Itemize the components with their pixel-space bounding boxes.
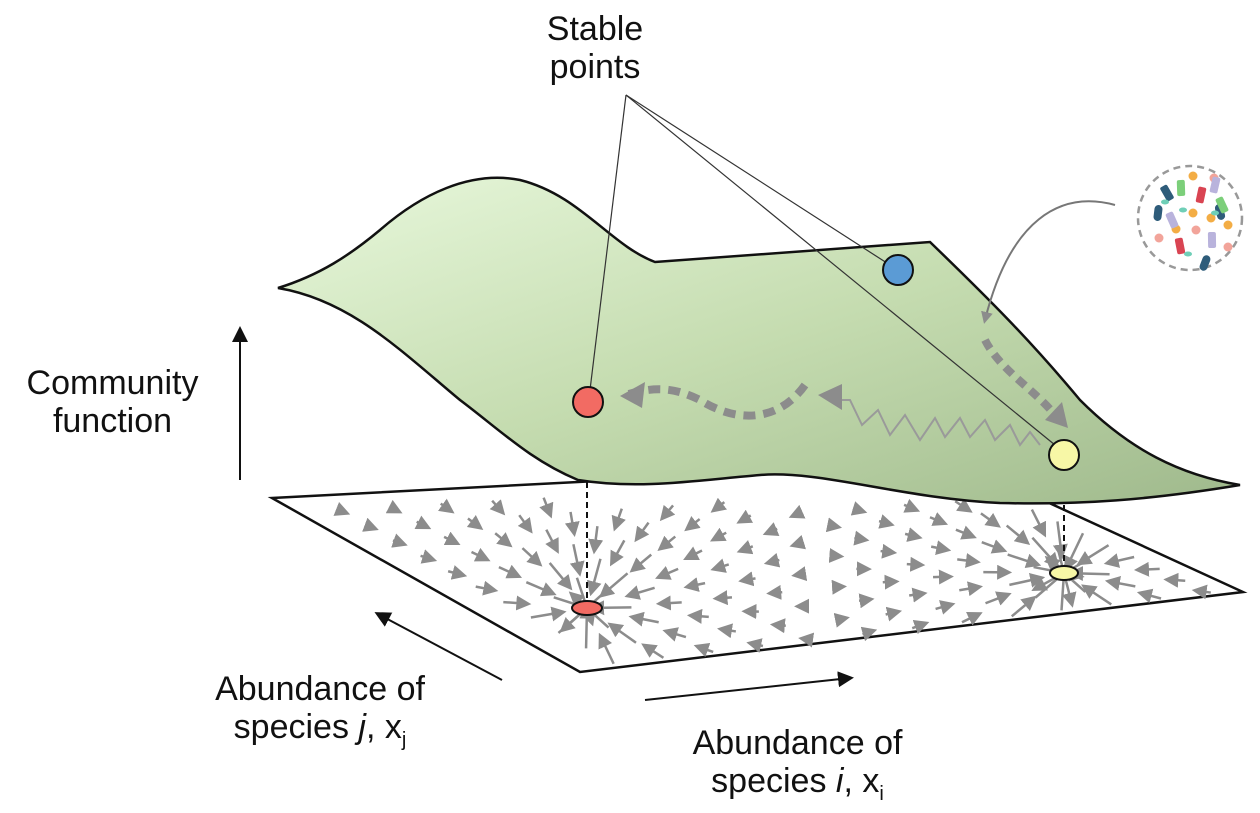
vector-arrow [859,599,869,600]
microbe-cell [1192,226,1201,235]
microbe-cell [1224,243,1233,252]
y-axis-line2: function [5,402,220,440]
microbial-community-icon [1138,166,1242,272]
species-j-prefix: species [234,708,359,746]
vector-arrow [881,551,893,552]
microbe-cell [1208,232,1216,248]
vector-arrow [717,597,731,598]
vector-arrow [692,616,709,617]
species-j-subscript: j [402,729,406,751]
vector-arrow [830,556,839,557]
function-landscape-surface [278,178,1240,504]
microbe-cell [1155,234,1164,243]
vector-arrow [661,602,682,603]
vector-arrow [833,587,843,588]
species-j-var: j [358,708,366,746]
vector-arrow [1139,569,1160,570]
species-i-axis-label: Abundance of species i, xi [660,724,935,813]
species-i-prefix: species [711,762,836,800]
stable-point-red [573,387,603,417]
species-j-axis-label: Abundance of species j, xj [185,670,455,759]
species-i-axis-arrow [645,678,850,700]
vector-arrow [933,577,949,578]
stable-point-blue [883,255,913,285]
microbe-cell [1189,172,1198,181]
stable-points-line2: points [530,48,660,86]
vector-arrow [775,625,786,626]
vector-arrow [771,592,782,593]
microbe-cell [1161,200,1169,205]
microbe-cell [1189,209,1198,218]
species-j-line1: Abundance of [185,670,455,708]
vector-arrow [883,582,895,583]
species-i-subscript: i [879,783,883,805]
sink-yellow [1050,566,1078,580]
vector-arrow [503,602,526,604]
vector-arrow [907,564,921,565]
stable-points-line1: Stable [530,10,660,48]
stable-point-yellow [1049,440,1079,470]
species-i-sep: , x [843,762,879,800]
vector-arrow [1168,580,1185,581]
vector-arrow [796,574,806,576]
microbe-cell [1184,252,1192,257]
species-i-line1: Abundance of [660,724,935,762]
vector-arrow [803,639,813,640]
species-j-sep: , x [366,708,402,746]
microbe-cell [1211,211,1219,216]
y-axis-line1: Community [5,364,220,402]
vector-arrow [854,538,864,540]
stable-points-label: Stable points [530,10,660,86]
invasion-arrow [985,201,1115,320]
microbe-cell [1224,221,1233,230]
sink-red [572,601,602,615]
microbe-cell [1179,208,1187,213]
microbe-cell [1177,180,1186,196]
community-function-label: Community function [5,364,220,440]
